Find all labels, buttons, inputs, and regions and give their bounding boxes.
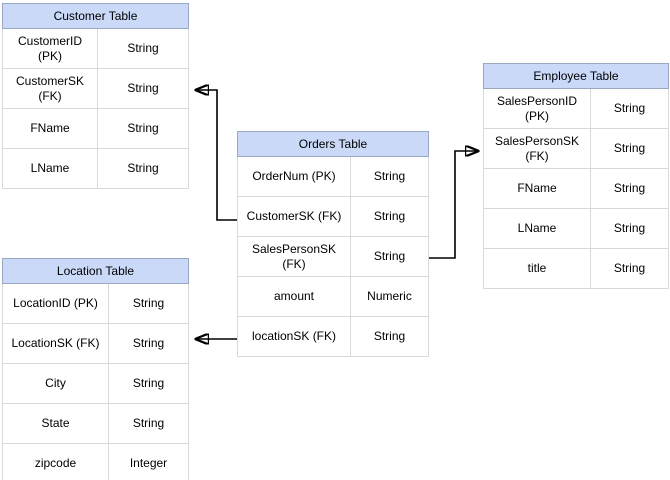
table-body-employee: SalesPersonID (PK) String SalesPersonSK … — [483, 89, 669, 289]
field-type-cell: String — [98, 69, 188, 109]
field-name-cell: zipcode — [3, 444, 109, 480]
field-type-cell: Numeric — [351, 277, 428, 317]
field-type-cell: String — [109, 364, 188, 404]
field-type-cell: String — [109, 324, 188, 364]
field-type-cell: String — [591, 209, 668, 249]
field-name-cell: amount — [238, 277, 351, 317]
table-body-orders: OrderNum (PK) String CustomerSK (FK) Str… — [237, 157, 429, 357]
field-name-cell: LocationID (PK) — [3, 284, 109, 324]
arrow-orders-customersk-to-customer — [197, 90, 237, 221]
table-title-customer: Customer Table — [2, 3, 189, 29]
field-name-cell: SalesPersonSK (FK) — [238, 237, 351, 277]
field-type-cell: String — [591, 89, 668, 129]
field-name-cell: title — [484, 249, 591, 289]
field-type-cell: String — [351, 237, 428, 277]
entity-table-location: Location Table LocationID (PK) String Lo… — [2, 258, 189, 480]
field-type-cell: String — [351, 317, 428, 357]
field-name-cell: locationSK (FK) — [238, 317, 351, 357]
table-body-location: LocationID (PK) String LocationSK (FK) S… — [2, 284, 189, 480]
field-name-cell: OrderNum (PK) — [238, 157, 351, 197]
field-type-cell: String — [351, 197, 428, 237]
entity-table-employee: Employee Table SalesPersonID (PK) String… — [483, 63, 669, 289]
field-name-cell: CustomerID (PK) — [3, 29, 98, 69]
table-body-customer: CustomerID (PK) String CustomerSK (FK) S… — [2, 29, 189, 189]
entity-table-customer: Customer Table CustomerID (PK) String Cu… — [2, 3, 189, 189]
field-name-cell: CustomerSK (FK) — [238, 197, 351, 237]
field-type-cell: String — [98, 29, 188, 69]
arrow-orders-salespersonsk-to-employee — [429, 151, 477, 259]
table-title-employee: Employee Table — [483, 63, 669, 89]
field-name-cell: LName — [484, 209, 591, 249]
table-title-orders: Orders Table — [237, 131, 429, 157]
entity-table-orders: Orders Table OrderNum (PK) String Custom… — [237, 131, 429, 357]
table-title-location: Location Table — [2, 258, 189, 284]
field-name-cell: State — [3, 404, 109, 444]
field-type-cell: String — [591, 169, 668, 209]
field-name-cell: SalesPersonSK (FK) — [484, 129, 591, 169]
field-name-cell: LName — [3, 149, 98, 189]
field-type-cell: String — [98, 109, 188, 149]
field-type-cell: String — [98, 149, 188, 189]
field-name-cell: LocationSK (FK) — [3, 324, 109, 364]
field-name-cell: FName — [3, 109, 98, 149]
field-name-cell: City — [3, 364, 109, 404]
field-type-cell: String — [351, 157, 428, 197]
field-name-cell: FName — [484, 169, 591, 209]
field-type-cell: Integer — [109, 444, 188, 480]
field-type-cell: String — [591, 129, 668, 169]
field-type-cell: String — [109, 284, 188, 324]
field-type-cell: String — [591, 249, 668, 289]
field-name-cell: SalesPersonID (PK) — [484, 89, 591, 129]
field-name-cell: CustomerSK (FK) — [3, 69, 98, 109]
field-type-cell: String — [109, 404, 188, 444]
